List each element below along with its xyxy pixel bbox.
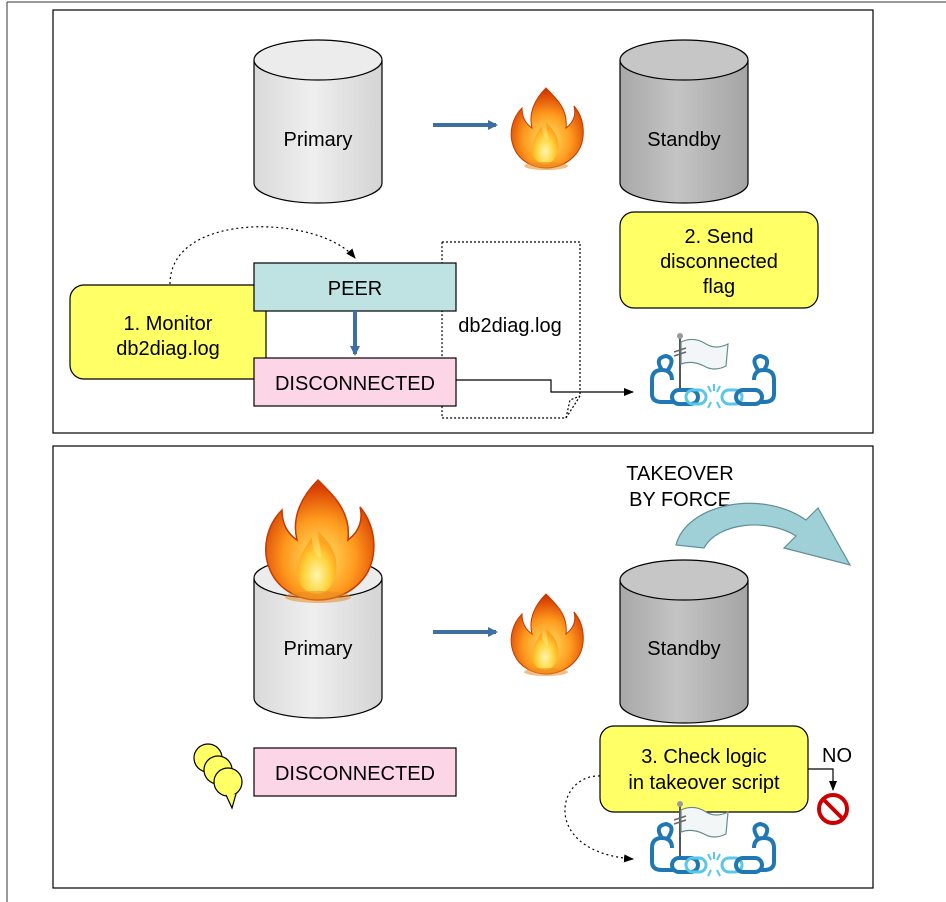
disconnected-label-top: DISCONNECTED: [275, 373, 435, 395]
takeover-arrow: [675, 502, 852, 566]
prohibited-icon: [817, 793, 849, 825]
peer-label: PEER: [328, 278, 382, 300]
no-label: NO: [822, 745, 852, 767]
monitor-line-2: db2diag.log: [116, 338, 219, 360]
monitor-log-note: 1. Monitor db2diag.log: [69, 284, 267, 380]
disconnected-label-bottom: DISCONNECTED: [275, 763, 435, 785]
disconnected-state-box-bottom: DISCONNECTED: [253, 747, 457, 797]
standby-label-bottom: Standby: [647, 638, 720, 660]
primary-label-bottom: Primary: [284, 638, 353, 660]
send-line-3: flag: [703, 276, 735, 298]
takeover-line-1: TAKEOVER: [626, 463, 733, 485]
disconnect-signal-arrow: [456, 379, 634, 396]
primary-database-top: Primary: [253, 39, 383, 204]
standby-label-top: Standby: [647, 129, 720, 151]
speech-bubbles-icon: [193, 743, 243, 810]
log-file-document: db2diag.log: [441, 241, 581, 419]
monitor-arrow: [169, 226, 356, 285]
peer-state-box: PEER: [253, 262, 457, 312]
check-flag-arrow: [564, 775, 634, 863]
log-file-label: db2diag.log: [458, 315, 561, 337]
standby-database-top: Standby: [619, 39, 749, 204]
no-branch-arrow: [808, 768, 837, 791]
send-line-2: disconnected: [660, 251, 778, 273]
check-logic-note: 3. Check logic in takeover script: [599, 725, 809, 813]
standby-database-bottom: Standby: [619, 559, 749, 724]
check-line-2: in takeover script: [628, 772, 780, 794]
primary-label-top: Primary: [284, 129, 353, 151]
takeover-line-2: BY FORCE: [629, 489, 731, 511]
send-line-1: 2. Send: [685, 226, 754, 248]
monitor-line-1: 1. Monitor: [124, 313, 213, 335]
send-flag-note: 2. Send disconnected flag: [619, 211, 819, 309]
disconnected-state-box-top: DISCONNECTED: [253, 357, 457, 407]
check-line-1: 3. Check logic: [641, 746, 767, 768]
